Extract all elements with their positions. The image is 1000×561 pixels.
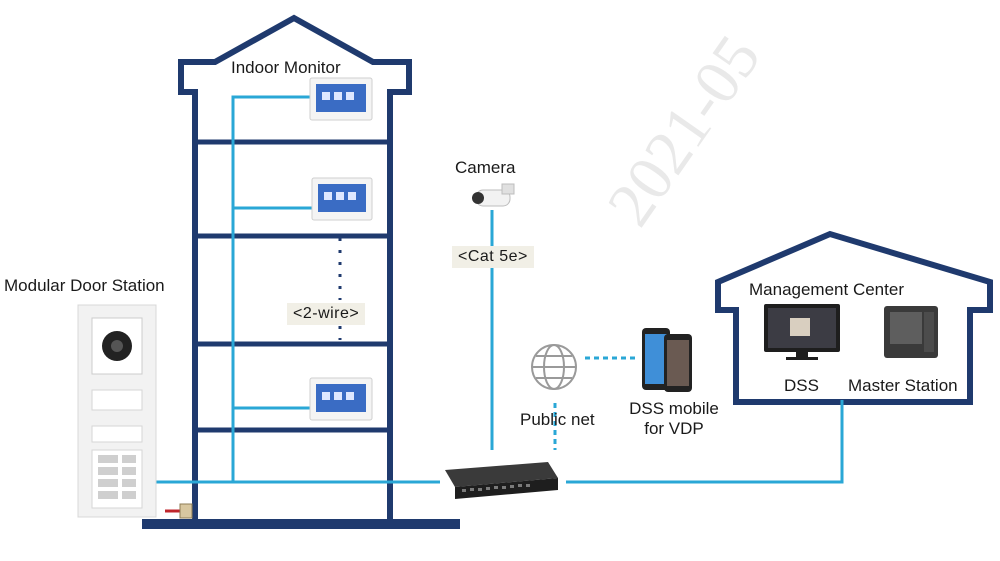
lock-icon [165, 503, 193, 519]
management-center-label: Management Center [749, 280, 904, 299]
building-outline [178, 14, 412, 525]
camera-device [472, 183, 515, 207]
dss-mobile-label-line1: DSS mobile [629, 399, 719, 418]
indoor-monitor-3 [309, 377, 373, 421]
master-station [884, 306, 938, 358]
dss-label: DSS [784, 376, 819, 395]
management-cable [566, 400, 844, 484]
camera-label: Camera [455, 158, 516, 177]
network-switch [445, 462, 558, 499]
ground-bar [142, 519, 460, 529]
modular-door-station [77, 304, 157, 518]
dss-mobile-label: DSS mobile for VDP [622, 399, 726, 439]
master-station-label: Master Station [848, 376, 958, 395]
management-center-outline [715, 230, 993, 405]
watermark-text: 2021-05 [593, 23, 774, 238]
indoor-monitor-2 [311, 177, 373, 221]
indoor-monitor-1 [309, 77, 373, 121]
dss-monitor [764, 304, 840, 360]
two-wire-tag: <2-wire> [287, 303, 366, 325]
cat5e-tag: <Cat 5e> [452, 246, 534, 268]
mobile-phone-icon [642, 328, 692, 392]
indoor-monitor-label: Indoor Monitor [231, 58, 341, 77]
dss-mobile-label-line2: for VDP [644, 419, 704, 438]
cables [155, 95, 844, 484]
two-wire-trunk [231, 95, 310, 482]
globe-icon [531, 344, 577, 390]
public-net-label: Public net [520, 410, 595, 429]
modular-door-station-label: Modular Door Station [4, 276, 165, 295]
